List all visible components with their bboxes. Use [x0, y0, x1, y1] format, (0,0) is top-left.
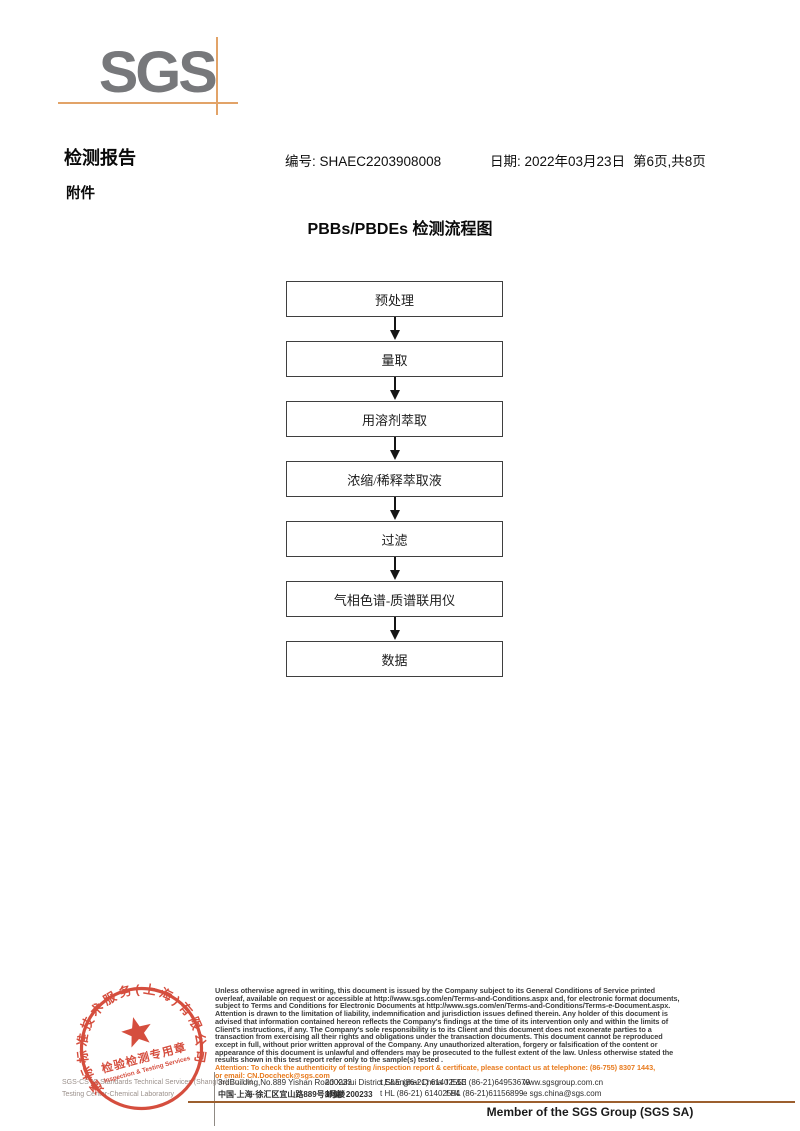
telephone-cn: t HL (86-21) 61402594: [380, 1089, 461, 1098]
flow-arrow-icon: [286, 497, 503, 521]
flowchart-title: PBBs/PBDEs 检测流程图: [307, 221, 493, 238]
attachment-label: 附件: [66, 186, 95, 202]
legal-line: appearance of this document is unlawful …: [215, 1047, 674, 1057]
logo-crosshair-horizontal-line: [58, 102, 238, 104]
legal-line: Unless otherwise agreed in writing, this…: [215, 986, 656, 995]
stamp-ring-text: 通标标准技术服务(上海)有限公司: [74, 981, 209, 1099]
address-cn: 中国·上海·徐汇区宜山路889号3号楼: [218, 1090, 346, 1099]
website-url: www.sgsgroup.com.cn: [523, 1078, 604, 1087]
legal-line: Attention is drawn to the limitation of …: [215, 1009, 668, 1019]
sgs-member-line: Member of the SGS Group (SGS SA): [486, 1105, 694, 1119]
inspection-stamp-seal: 通标标准技术服务(上海)有限公司 检验检测专用章 Inspection & Te…: [74, 981, 209, 1111]
report-date: 日期: 2022年03月23日: [490, 154, 626, 169]
fax-en: f E&E (86-21)64953679: [446, 1078, 531, 1087]
legal-line: except in full, without prior written ap…: [215, 1039, 658, 1049]
fax-cn: f HL (86-21)61156899: [446, 1089, 524, 1098]
legal-line: transaction from exercising all their ri…: [215, 1032, 663, 1042]
telephone-en: t E&E (86-21) 61402553: [380, 1078, 467, 1087]
flowchart-step-solvent-extraction: 用溶剂萃取: [286, 401, 503, 437]
legal-line: advised that information contained hereo…: [215, 1016, 669, 1026]
flowchart-step-pretreatment: 预处理: [286, 281, 503, 317]
stamp-star-icon: [121, 1017, 151, 1048]
logo-crosshair-vertical-line: [216, 37, 218, 115]
report-page-info: 第6页,共8页: [633, 154, 706, 169]
legal-disclaimer: Unless otherwise agreed in writing, this…: [215, 987, 741, 1079]
report-title: 检测报告: [64, 148, 136, 168]
postcode-cn: 邮编: 200233: [325, 1090, 373, 1099]
address-row-en: 3rdBuilding,No.889 Yishan Road Xuhui Dis…: [218, 1078, 758, 1089]
flowchart-step-concentrate-dilute: 浓缩/稀释萃取液: [286, 461, 503, 497]
flow-arrow-icon: [286, 377, 503, 401]
attention-notice: Attention: To check the authenticity of …: [215, 1063, 656, 1073]
flow-arrow-icon: [286, 557, 503, 581]
flow-arrow-icon: [286, 617, 503, 641]
flow-arrow-icon: [286, 437, 503, 461]
flowchart-step-measure: 量取: [286, 341, 503, 377]
legal-line: results shown in this test report refer …: [215, 1055, 444, 1065]
company-name-line: SGS-CSTC Standards Technical Services (S…: [62, 1079, 255, 1086]
address-row-cn: 中国·上海·徐汇区宜山路889号3号楼 邮编: 200233 t HL (86-…: [218, 1089, 758, 1100]
flowchart: 预处理 量取 用溶剂萃取 浓缩/稀释萃取液 过滤 气相色谱-质谱联用仪 数据: [286, 281, 503, 677]
laboratory-name-line: Testing Center-Chemical Laboratory .: [62, 1091, 178, 1098]
legal-line: Client's instructions, if any. The Compa…: [215, 1024, 652, 1034]
legal-line: subject to Terms and Conditions for Elec…: [215, 1001, 671, 1011]
footer-vertical-divider: [214, 1072, 215, 1126]
postcode-en: 200233: [325, 1078, 352, 1087]
address-en: 3rdBuilding,No.889 Yishan Road Xuhui Dis…: [218, 1078, 443, 1087]
svg-text:通标标准技术服务(上海)有限公司: 通标标准技术服务(上海)有限公司: [74, 981, 209, 1099]
report-number: 编号: SHAEC2203908008: [285, 154, 442, 169]
email-address: e sgs.china@sgs.com: [523, 1089, 602, 1098]
flow-arrow-icon: [286, 317, 503, 341]
flowchart-step-gcms: 气相色谱-质谱联用仪: [286, 581, 503, 617]
legal-line: overleaf, available on request or access…: [215, 993, 680, 1003]
attention-email: or email: CN.Doccheck@sgs.com: [215, 1070, 330, 1080]
sgs-logo-text: SGS: [98, 40, 218, 105]
flowchart-step-filter: 过滤: [286, 521, 503, 557]
footer-horizontal-rule: [188, 1101, 795, 1103]
flowchart-step-data: 数据: [286, 641, 503, 677]
